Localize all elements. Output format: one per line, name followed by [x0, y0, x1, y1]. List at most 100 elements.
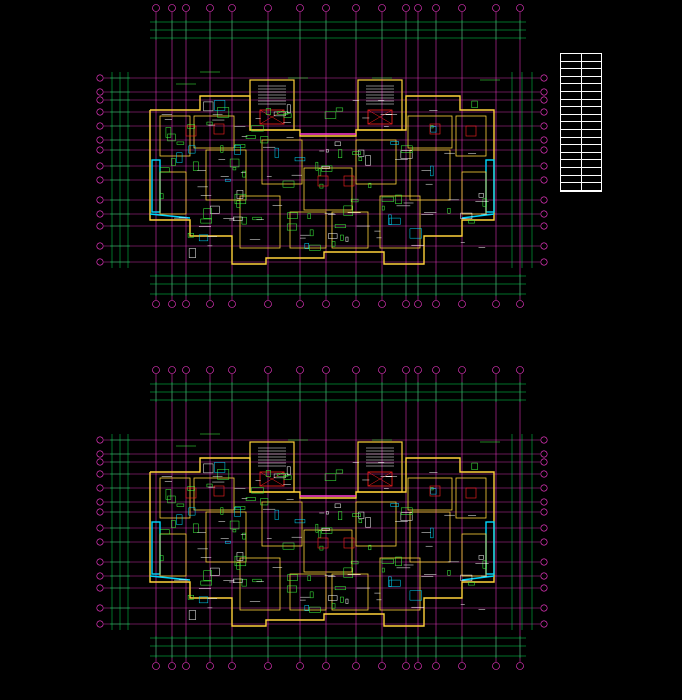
furniture-symbol — [358, 157, 363, 162]
furniture-symbol — [203, 463, 214, 474]
axis-bubble-bottom — [182, 662, 190, 670]
furniture-symbol — [286, 223, 297, 231]
axis-bubble-bottom — [322, 300, 330, 308]
schedule-cell-code — [561, 115, 581, 122]
axis-bubble-right — [540, 88, 548, 96]
axis-bubble-bottom — [352, 300, 360, 308]
furniture-symbol — [214, 100, 226, 111]
bath-fixture — [317, 175, 329, 187]
schedule-row — [561, 54, 601, 62]
axis-bubble-bottom — [296, 300, 304, 308]
schedule-cell-code — [561, 62, 581, 69]
schedule-cell-code — [561, 138, 581, 145]
axis-bubble-right — [540, 146, 548, 154]
room-wall — [303, 167, 353, 211]
furniture-symbol — [287, 574, 298, 581]
furniture-symbol — [409, 590, 422, 601]
furniture-symbol — [200, 218, 212, 224]
furniture-symbol — [358, 519, 363, 524]
furniture-symbol — [334, 141, 341, 146]
axis-bubble-bottom — [414, 662, 422, 670]
room-wall — [205, 149, 247, 201]
furniture-symbol — [198, 234, 209, 242]
axis-bubble-right — [540, 176, 548, 184]
schedule-cell-code — [561, 153, 581, 160]
axis-bubble-bottom — [516, 662, 524, 670]
furniture-symbol — [198, 596, 209, 604]
furniture-symbol — [187, 124, 195, 129]
axis-bubble-top — [264, 366, 272, 374]
furniture-symbol — [273, 473, 286, 479]
axis-bubble-right — [540, 222, 548, 230]
furniture-symbol — [176, 152, 183, 163]
furniture-symbol — [165, 127, 172, 138]
bath-fixture — [343, 175, 355, 187]
furniture-symbol — [478, 555, 484, 560]
axis-bubble-top — [152, 4, 160, 12]
furniture-symbol — [381, 567, 385, 573]
schedule-cell-size — [580, 114, 602, 122]
axis-bubble-bottom — [432, 662, 440, 670]
furniture-symbol — [282, 180, 295, 188]
furniture-symbol — [232, 529, 237, 533]
furniture-symbol — [251, 125, 264, 132]
schedule-row — [561, 69, 601, 77]
furniture-symbol — [447, 570, 451, 576]
furniture-symbol — [234, 506, 246, 510]
furniture-symbol — [325, 149, 329, 153]
furniture-symbol — [176, 514, 183, 525]
room-wall — [455, 477, 487, 519]
furniture-symbol — [234, 555, 247, 567]
axis-bubble-right — [540, 74, 548, 82]
furniture-symbol — [343, 205, 353, 216]
axis-bubble-bottom — [152, 300, 160, 308]
furniture-symbol — [304, 243, 309, 249]
furniture-symbol — [471, 100, 478, 108]
floor-plan-upper — [96, 4, 548, 308]
furniture-symbol — [334, 503, 341, 508]
axis-bubble-right — [540, 450, 548, 458]
schedule-row — [561, 122, 601, 130]
furniture-symbol — [482, 560, 487, 569]
schedule-cell-size — [580, 61, 602, 69]
furniture-symbol — [294, 519, 306, 524]
axis-bubble-bottom — [458, 300, 466, 308]
furniture-symbol — [214, 462, 226, 473]
axis-bubble-left — [96, 196, 104, 204]
furniture-symbol — [304, 605, 309, 611]
furniture-symbol — [217, 469, 230, 480]
furniture-symbol — [390, 503, 399, 507]
axis-bubble-top — [168, 366, 176, 374]
axis-bubble-bottom — [152, 662, 160, 670]
furniture-symbol — [242, 532, 246, 540]
furniture-symbol — [338, 149, 343, 158]
axis-bubble-left — [96, 210, 104, 218]
schedule-cell-code — [561, 77, 581, 84]
furniture-symbol — [430, 488, 437, 495]
furniture-symbol — [307, 575, 311, 581]
elevator-cross — [367, 471, 393, 487]
schedule-cell-code — [561, 122, 581, 129]
axis-bubble-top — [516, 366, 524, 374]
axis-bubble-top — [182, 4, 190, 12]
axis-bubble-top — [152, 366, 160, 374]
furniture-symbol — [188, 507, 196, 516]
bath-fixture — [185, 487, 197, 499]
axis-bubble-left — [96, 122, 104, 130]
schedule-row — [561, 145, 601, 153]
furniture-symbol — [400, 507, 413, 515]
furniture-symbol — [229, 520, 240, 530]
schedule-cell-size — [580, 167, 602, 175]
furniture-symbol — [236, 552, 244, 561]
furniture-symbol — [315, 161, 319, 171]
axis-bubble-left — [96, 498, 104, 506]
axis-bubble-top — [206, 4, 214, 12]
furniture-symbol — [309, 244, 321, 251]
axis-bubble-left — [96, 538, 104, 546]
axis-bubble-left — [96, 524, 104, 532]
schedule-row — [561, 137, 601, 146]
axis-bubble-right — [540, 558, 548, 566]
furniture-symbol — [192, 161, 199, 171]
furniture-symbol — [233, 578, 243, 583]
